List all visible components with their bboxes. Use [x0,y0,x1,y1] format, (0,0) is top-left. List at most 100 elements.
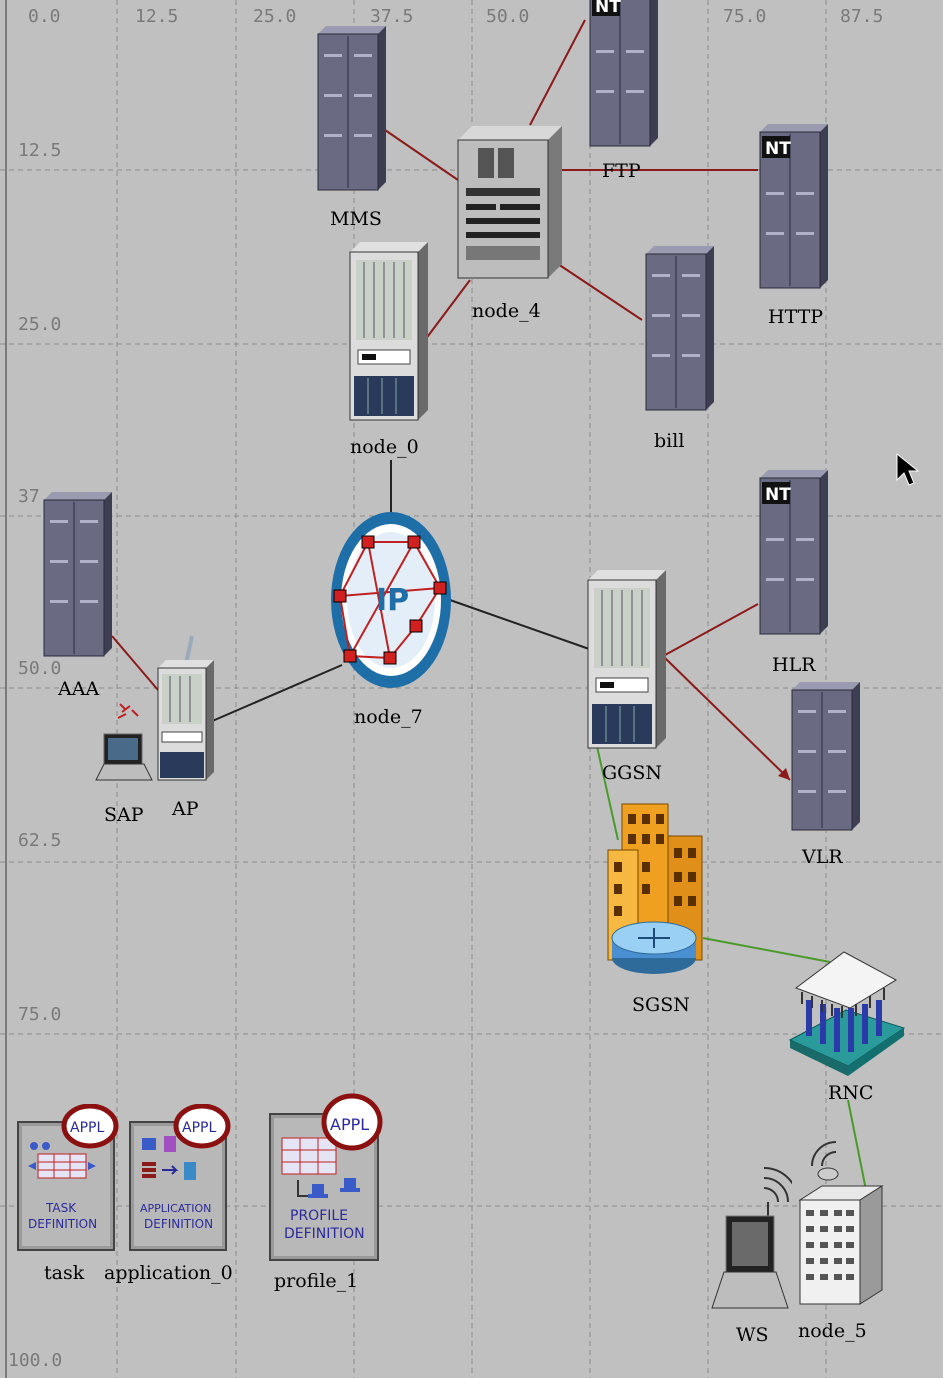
links [111,19,869,1201]
node-label-sap: SAP [104,804,144,826]
router-icon [587,570,666,749]
y-axis-label: 12.5 [18,140,62,161]
workstation-node-sap[interactable] [92,700,162,790]
task-appl-badge: APPL [70,1120,104,1136]
node-label-ap: AP [172,798,199,820]
node-label-ws: WS [736,1324,769,1346]
profile-definition-icon: PROFILE DEFINITION APPL [269,1093,383,1261]
laptop-icon [95,703,153,781]
y-axis-label: 62.5 [18,830,62,851]
wireless-laptop-icon [711,1167,792,1309]
link-ggsn-hlr [664,603,759,656]
node-label-node0: node_0 [350,436,419,458]
node-label-ftp: FTP [602,160,641,182]
node-label-rnc: RNC [828,1082,874,1104]
server-icon: NT [589,0,658,147]
base-station-icon [798,1141,884,1305]
server-node-http[interactable]: NT [754,122,830,290]
access-point-node-ap[interactable] [154,634,216,782]
server-node-vlr[interactable] [786,680,862,832]
task-definition-icon: TASK DEFINITION APPL [17,1104,119,1251]
link-aaa-ap [111,635,159,691]
access-point-icon [157,635,214,781]
nt-badge: NT [765,485,791,505]
link-node4-bill [554,261,643,321]
server-icon: NT [759,124,828,289]
y-axis-label: 75.0 [18,1004,62,1025]
server-icon [317,26,386,191]
node-label-profile: profile_1 [274,1270,359,1292]
y-axis-label: 100.0 [8,1350,63,1371]
x-axis-label: 75.0 [723,6,767,27]
application-caption-line1: APPLICATION [140,1202,211,1215]
y-axis-label: 37. [18,486,51,507]
node-label-task: task [44,1262,85,1284]
link-ggsn-sgsn [595,741,619,841]
switch-node-4[interactable] [456,122,564,282]
mouse-cursor-icon [896,452,919,486]
server-node-bill[interactable] [640,244,716,412]
x-axis-label: 87.5 [840,6,884,27]
x-axis-label: 0.0 [28,6,61,27]
nt-badge: NT [595,0,621,17]
node-label-aaa: AAA [58,678,100,700]
ip-cloud-icon: IP [331,512,451,688]
node-label-http: HTTP [768,306,824,328]
x-axis-label: 12.5 [135,6,179,27]
node-label-ggsn: GGSN [602,762,662,784]
node-label-bill: bill [654,430,685,452]
application-appl-badge: APPL [182,1120,216,1136]
building-node-sgsn[interactable] [604,800,708,986]
node-label-node4: node_4 [472,300,541,322]
server-icon [645,246,714,411]
link-mms-node4 [384,129,459,181]
profile-appl-badge: APPL [330,1115,369,1134]
ip-label: IP [376,583,409,618]
switch-icon [457,126,562,279]
workstation-node-ws[interactable] [708,1158,792,1318]
application-caption-line2: DEFINITION [144,1217,213,1231]
node-label-node5: node_5 [798,1320,867,1342]
node-label-mms: MMS [330,208,382,230]
rnc-building-icon [788,951,906,1076]
router-node-ggsn[interactable] [586,568,668,750]
base-station-node-5[interactable] [792,1140,888,1310]
x-axis-label: 37.5 [370,6,414,27]
server-node-hlr[interactable]: NT [754,468,830,636]
server-icon: NT [759,470,828,635]
task-definition-node[interactable]: TASK DEFINITION APPL [16,1104,120,1252]
server-node-ftp[interactable]: NT [584,0,660,148]
link-sgsn-rnc [702,937,831,963]
ip-cloud-node-7[interactable]: IP [330,510,452,690]
server-node-mms[interactable] [312,24,388,192]
nt-badge: NT [765,139,791,159]
building-router-icon [607,803,703,974]
node-label-node7: node_7 [354,706,423,728]
task-caption-line2: DEFINITION [28,1217,97,1231]
link-node0-node4 [424,279,471,341]
x-axis-label: 25.0 [253,6,297,27]
node-label-sgsn: SGSN [632,994,690,1016]
link-node4-ftp [529,19,586,126]
node-label-application: application_0 [104,1262,233,1284]
profile-caption-line2: DEFINITION [284,1226,365,1242]
rnc-node[interactable] [786,948,906,1082]
node-label-hlr: HLR [772,654,816,676]
link-node7-ggsn [449,599,593,651]
router-node-0[interactable] [348,240,430,422]
node-label-vlr: VLR [802,846,843,868]
application-definition-icon: APPLICATION DEFINITION APPL [129,1104,231,1251]
application-definition-node[interactable]: APPLICATION DEFINITION APPL [128,1104,232,1252]
x-axis-label: 50.0 [486,6,530,27]
task-caption-line1: TASK [45,1201,77,1215]
profile-definition-node[interactable]: PROFILE DEFINITION APPL [268,1092,384,1262]
link-rnc-node5 [847,1099,869,1201]
profile-caption-line1: PROFILE [290,1208,348,1224]
link-ap-node7 [209,664,343,723]
router-icon [349,242,428,421]
server-icon [43,492,112,657]
server-node-aaa[interactable] [38,490,114,658]
y-axis-label: 25.0 [18,314,62,335]
server-icon [791,682,860,831]
